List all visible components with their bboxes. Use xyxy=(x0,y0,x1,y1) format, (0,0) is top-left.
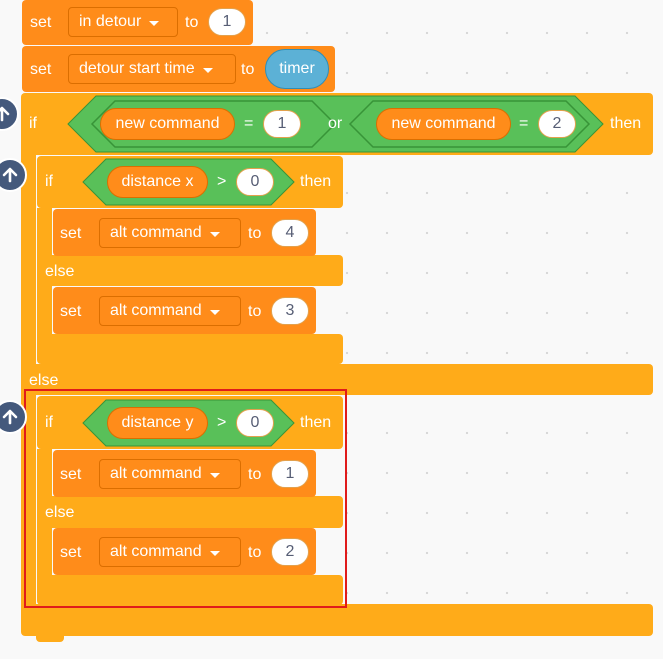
chevron-down-icon xyxy=(209,309,220,315)
value-input[interactable]: 0 xyxy=(236,168,274,196)
value-input[interactable]: 1 xyxy=(263,110,301,138)
set-label: set xyxy=(60,225,82,242)
highlight-box xyxy=(24,389,347,608)
variable-dropdown[interactable]: alt command xyxy=(99,537,241,567)
value-input[interactable]: 2 xyxy=(271,538,309,566)
value-input[interactable]: 1 xyxy=(271,460,309,488)
equals-label: = xyxy=(244,115,254,132)
collapse-arrow-up-icon[interactable] xyxy=(0,158,27,192)
if-else-inner-2-left-arm-top xyxy=(37,449,52,499)
to-label: to xyxy=(241,61,255,78)
set-label: set xyxy=(60,544,82,561)
distance-x-reporter[interactable]: distance x xyxy=(107,166,208,198)
variable-name: alt command xyxy=(110,224,202,241)
then-label: then xyxy=(300,173,332,190)
if-else-inner-1-bottom-bar xyxy=(37,334,343,364)
variable-dropdown[interactable]: in detour xyxy=(68,7,178,37)
variable-dropdown[interactable]: alt command xyxy=(99,296,241,326)
if-else-outer-left-arm-top xyxy=(21,155,36,367)
new-command-reporter[interactable]: new command xyxy=(100,108,235,140)
then-label: then xyxy=(610,115,642,132)
if-label: if xyxy=(29,115,37,132)
variable-dropdown[interactable]: alt command xyxy=(99,218,241,248)
chevron-down-icon xyxy=(149,20,160,26)
chevron-down-icon xyxy=(209,231,220,237)
distance-y-reporter[interactable]: distance y xyxy=(107,407,208,439)
to-label: to xyxy=(248,544,262,561)
collapse-arrow-up-icon[interactable] xyxy=(0,97,19,131)
chevron-down-icon xyxy=(209,472,220,478)
if-label: if xyxy=(45,414,53,431)
variable-name: alt command xyxy=(110,302,202,319)
variable-name: alt command xyxy=(110,465,202,482)
set-alt-command-block[interactable]: set alt command to 3 xyxy=(53,287,316,334)
to-label: to xyxy=(248,466,262,483)
else-label: else xyxy=(45,504,75,521)
equals-label: = xyxy=(519,115,529,132)
if-else-inner-1-left-arm-bottom xyxy=(37,286,52,336)
if-else-inner-2-bottom-bar xyxy=(37,575,343,605)
greater-than-label: > xyxy=(217,414,227,431)
else-label: else xyxy=(29,372,59,389)
then-label: then xyxy=(300,414,332,431)
set-detour-start-time-block[interactable]: set detour start time to timer xyxy=(22,46,335,92)
chevron-down-icon xyxy=(209,550,220,556)
to-label: to xyxy=(248,225,262,242)
else-label: else xyxy=(45,263,75,280)
collapse-arrow-up-icon[interactable] xyxy=(0,400,27,434)
set-alt-command-block[interactable]: set alt command to 2 xyxy=(53,528,316,575)
if-else-outer-bottom-notch xyxy=(36,636,64,642)
value-input[interactable]: 0 xyxy=(236,409,274,437)
greater-than-label: > xyxy=(217,173,227,190)
if-else-inner-1-left-arm-top xyxy=(37,208,52,258)
set-in-detour-block[interactable]: set in detour to 1 xyxy=(22,0,253,45)
if-else-inner-1-else-bar xyxy=(37,255,343,286)
or-label: or xyxy=(328,115,343,132)
variable-name: alt command xyxy=(110,543,202,560)
timer-reporter[interactable]: timer xyxy=(265,49,329,89)
set-label: set xyxy=(30,61,52,78)
if-else-inner-2-else-bar xyxy=(37,496,343,528)
to-label: to xyxy=(185,14,199,31)
variable-name: detour start time xyxy=(79,60,195,77)
variable-dropdown[interactable]: detour start time xyxy=(68,54,236,84)
set-alt-command-block[interactable]: set alt command to 1 xyxy=(53,450,316,497)
value-input[interactable]: 2 xyxy=(538,110,576,138)
set-label: set xyxy=(60,303,82,320)
chevron-down-icon xyxy=(202,67,213,73)
to-label: to xyxy=(248,303,262,320)
value-input[interactable]: 1 xyxy=(208,8,246,36)
set-label: set xyxy=(30,14,52,31)
if-else-inner-2-left-arm-bottom xyxy=(37,528,52,578)
variable-dropdown[interactable]: alt command xyxy=(99,459,241,489)
if-label: if xyxy=(45,173,53,190)
variable-name: in detour xyxy=(79,13,142,30)
value-input[interactable]: 3 xyxy=(271,297,309,325)
if-else-outer-bottom-bar xyxy=(21,604,653,636)
set-alt-command-block[interactable]: set alt command to 4 xyxy=(53,209,316,256)
value-input[interactable]: 4 xyxy=(271,219,309,247)
new-command-reporter[interactable]: new command xyxy=(376,108,511,140)
set-label: set xyxy=(60,466,82,483)
